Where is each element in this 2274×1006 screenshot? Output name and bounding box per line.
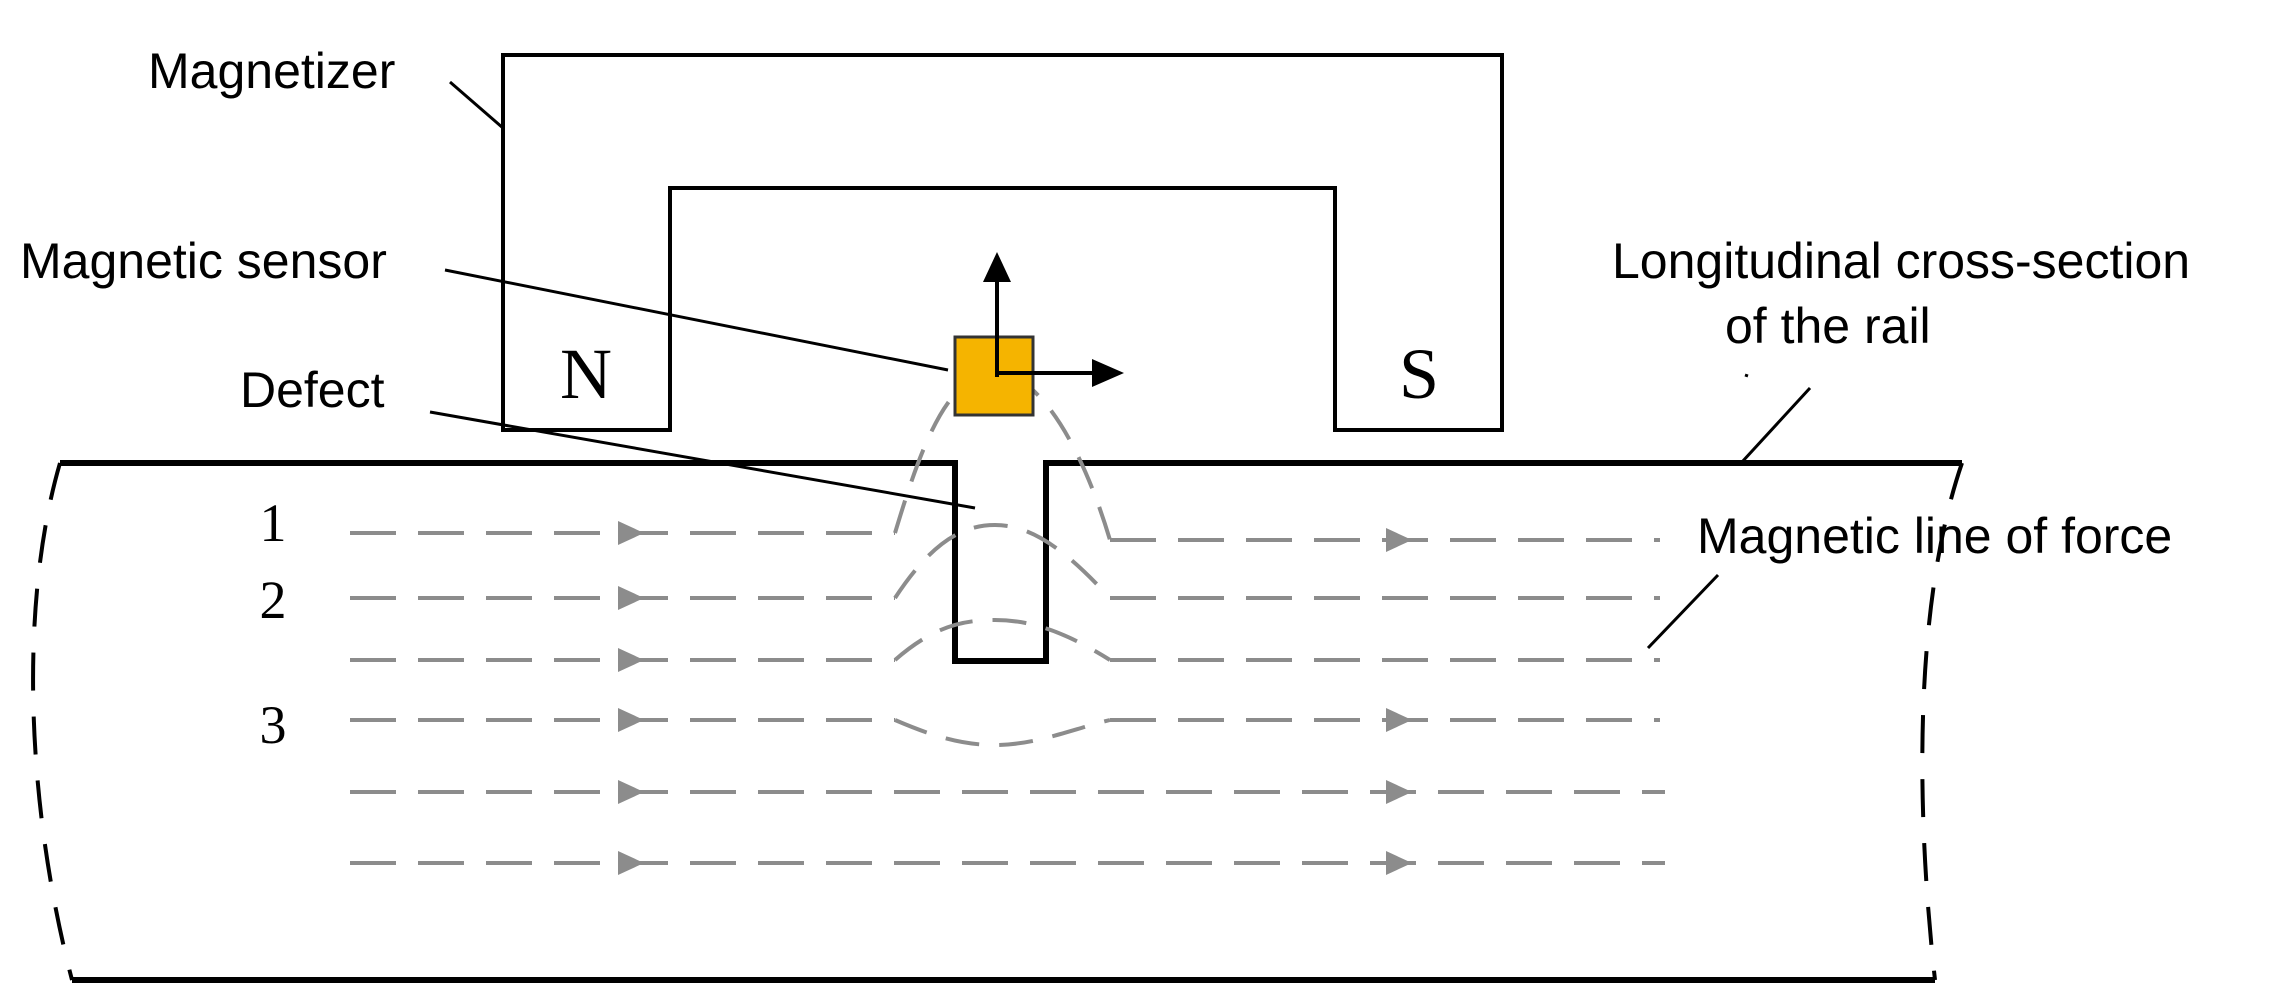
magnetic-line-of-force-label: Magnetic line of force [1697,508,2172,564]
sensor-x-arrowhead [1092,359,1124,387]
flux-curve-3 [894,718,1111,748]
flux-arrow [1386,708,1412,732]
flux-lines [350,531,1665,865]
magnetizer-leader [449,80,504,130]
flux-curve-2 [893,522,1112,600]
rail-leader [1744,373,1749,378]
flux-arrow [618,851,644,875]
rail-left-end [31,462,74,981]
flux-arrow [618,708,644,732]
flux-curve-2b [893,617,1112,662]
magnetic-sensor-label: Magnetic sensor [20,233,387,289]
defect-label: Defect [240,362,385,418]
flux-arrow [618,780,644,804]
magnetizer-yoke [501,53,1504,432]
rail-cross-section-label-line1: Longitudinal cross-section [1612,233,2190,289]
north-pole-label: N [560,334,612,414]
flux-arrowheads [618,521,1412,875]
sensor-y-arrowhead [983,252,1011,282]
magnetizer-label: Magnetizer [148,43,395,99]
force-leader [1646,573,1720,650]
defect-leader [429,410,976,510]
flux-arrow [1386,780,1412,804]
flux-arrow [618,648,644,672]
rail-cross-section-label-line2: of the rail [1725,298,1931,354]
flux-line-number-2: 2 [260,570,287,630]
magnetic-sensor [953,335,1035,417]
flux-arrow [618,586,644,610]
sensor-axes-icon [983,252,1124,387]
flux-line-number-3: 3 [260,695,287,755]
flux-arrow [618,521,644,545]
flux-leakage-curves [893,369,1112,748]
rail-leader-main [1740,386,1812,464]
rail-top-surface [60,460,1962,664]
south-pole-label: S [1399,334,1439,414]
flux-line-number-1: 1 [260,493,287,553]
flux-arrow [1386,528,1412,552]
flux-arrow [1386,851,1412,875]
sensor-leader [444,268,949,372]
